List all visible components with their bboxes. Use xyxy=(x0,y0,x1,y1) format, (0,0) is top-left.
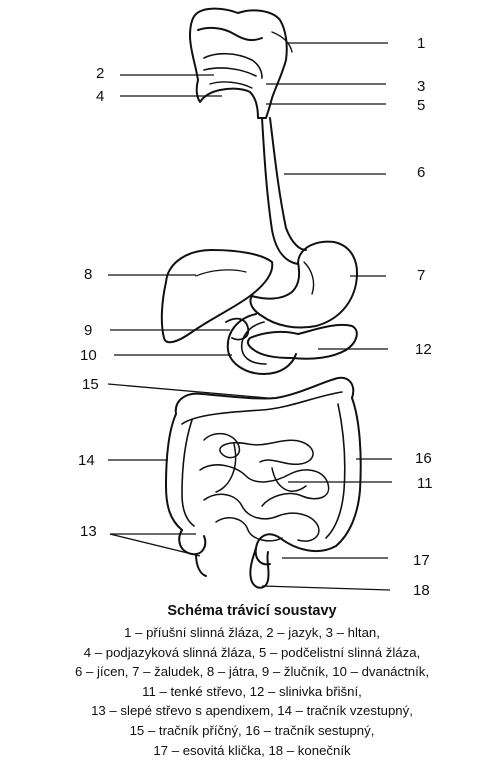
label-9: 9 xyxy=(84,323,92,338)
caption-title: Schéma trávicí soustavy xyxy=(0,603,504,619)
label-14: 14 xyxy=(78,453,95,468)
label-17: 17 xyxy=(413,553,430,568)
ascending-colon xyxy=(166,414,182,530)
label-11: 11 xyxy=(417,476,433,491)
label-5: 5 xyxy=(417,98,425,113)
descending-colon xyxy=(336,398,361,546)
label-6: 6 xyxy=(417,165,425,180)
small-intestine xyxy=(200,434,329,541)
digestive-system-diagram xyxy=(0,0,504,600)
caption-line: 15 – tračník příčný, 16 – tračník sestup… xyxy=(0,721,504,741)
label-12: 12 xyxy=(415,342,432,357)
pancreas xyxy=(248,325,357,359)
label-13: 13 xyxy=(80,524,97,539)
caption-line: 1 – příušní slinná žláza, 2 – jazyk, 3 –… xyxy=(0,623,504,643)
esophagus xyxy=(262,118,306,264)
label-3: 3 xyxy=(417,79,425,94)
caption-line: 17 – esovitá klička, 18 – konečník xyxy=(0,741,504,761)
label-1: 1 xyxy=(417,36,425,51)
caption-line: 6 – jícen, 7 – žaludek, 8 – játra, 9 – ž… xyxy=(0,662,504,682)
label-10: 10 xyxy=(80,348,97,363)
caption-line: 13 – slepé střevo s apendixem, 14 – trač… xyxy=(0,701,504,721)
head-region xyxy=(190,9,292,118)
caption: Schéma trávicí soustavy 1 – příušní slin… xyxy=(0,603,504,760)
label-8: 8 xyxy=(84,267,92,282)
cecum-appendix xyxy=(179,530,206,576)
label-18: 18 xyxy=(413,583,430,598)
label-2: 2 xyxy=(96,66,104,81)
rectum xyxy=(250,548,268,588)
caption-line: 11 – tenké střevo, 12 – slinivka břišní, xyxy=(0,682,504,702)
caption-line: 4 – podjazyková slinná žláza, 5 – podčel… xyxy=(0,643,504,663)
label-4: 4 xyxy=(96,89,104,104)
label-16: 16 xyxy=(415,451,432,466)
label-15: 15 xyxy=(82,377,99,392)
stomach xyxy=(250,242,357,328)
label-7: 7 xyxy=(417,268,425,283)
